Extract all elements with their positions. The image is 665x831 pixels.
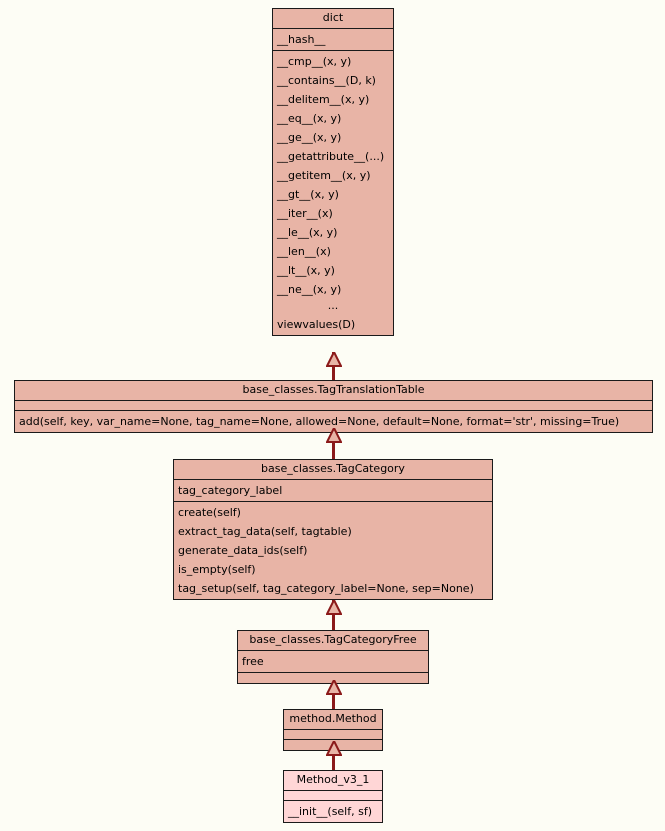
class-operation: is_empty(self)	[178, 563, 256, 576]
class-operation: viewvalues(D)	[277, 318, 356, 331]
class-title-method: method.Method	[284, 710, 382, 730]
class-operation: __lt__(x, y)	[277, 264, 335, 277]
class-title-tagcategory: base_classes.TagCategory	[174, 460, 492, 480]
class-operation: __le__(x, y)	[277, 226, 338, 239]
class-operation: __eq__(x, y)	[277, 112, 342, 125]
edge-tagcategoryfree-to-tagcategory	[332, 600, 335, 634]
class-box-tagtranslationtable[interactable]: base_classes.TagTranslationTable add(sel…	[14, 380, 653, 433]
class-box-tagcategoryfree[interactable]: base_classes.TagCategoryFree free	[237, 630, 429, 684]
class-attributes-method	[284, 730, 382, 740]
class-operation: __ge__(x, y)	[277, 131, 342, 144]
class-title-methodv31: Method_v3_1	[284, 771, 382, 791]
class-attributes-dict: __hash__	[273, 29, 393, 51]
class-attribute: tag_category_label	[178, 484, 283, 497]
class-operation: add(self, key, var_name=None, tag_name=N…	[19, 415, 620, 428]
class-attribute: free	[242, 655, 264, 668]
class-operation: __cmp__(x, y)	[277, 55, 352, 68]
class-operation: __delitem__(x, y)	[277, 93, 370, 106]
class-attribute: __hash__	[277, 33, 326, 46]
class-operation: __gt__(x, y)	[277, 188, 339, 201]
class-attributes-methodv31	[284, 791, 382, 801]
edge-tagcategory-to-tagtranslationtable	[332, 428, 335, 462]
class-box-dict[interactable]: dict __hash__ __cmp__(x, y) __contains__…	[272, 8, 394, 336]
class-operations-ellipsis: ...	[327, 299, 339, 312]
class-attributes-tagtranslationtable	[15, 401, 652, 411]
class-operation: __iter__(x)	[277, 207, 333, 220]
class-operation: __init__(self, sf)	[288, 805, 373, 818]
class-box-method[interactable]: method.Method	[283, 709, 383, 751]
class-operation: __contains__(D, k)	[277, 74, 376, 87]
class-operations-tagcategory: create(self) extract_tag_data(self, tagt…	[174, 502, 492, 599]
edge-tagtranslationtable-to-dict	[332, 352, 335, 388]
class-operation: __getitem__(x, y)	[277, 169, 371, 182]
class-attributes-tagcategory: tag_category_label	[174, 480, 492, 502]
class-operation: __getattribute__(...)	[277, 150, 385, 163]
class-operation: create(self)	[178, 506, 241, 519]
class-operation: __len__(x)	[277, 245, 331, 258]
class-operation: generate_data_ids(self)	[178, 544, 308, 557]
class-title-dict: dict	[273, 9, 393, 29]
class-box-tagcategory[interactable]: base_classes.TagCategory tag_category_la…	[173, 459, 493, 600]
class-attributes-tagcategoryfree: free	[238, 651, 428, 673]
class-operation: __ne__(x, y)	[277, 283, 342, 296]
class-operations-dict: __cmp__(x, y) __contains__(D, k) __delit…	[273, 51, 393, 335]
edge-methodv31-to-method	[332, 741, 335, 772]
class-operation: tag_setup(self, tag_category_label=None,…	[178, 582, 474, 595]
class-operations-tagtranslationtable: add(self, key, var_name=None, tag_name=N…	[15, 411, 652, 432]
class-title-tagtranslationtable: base_classes.TagTranslationTable	[15, 381, 652, 401]
class-box-methodv31[interactable]: Method_v3_1 __init__(self, sf)	[283, 770, 383, 823]
class-operations-methodv31: __init__(self, sf)	[284, 801, 382, 822]
class-title-tagcategoryfree: base_classes.TagCategoryFree	[238, 631, 428, 651]
edge-method-to-tagcategoryfree	[332, 680, 335, 712]
class-operation: extract_tag_data(self, tagtable)	[178, 525, 352, 538]
